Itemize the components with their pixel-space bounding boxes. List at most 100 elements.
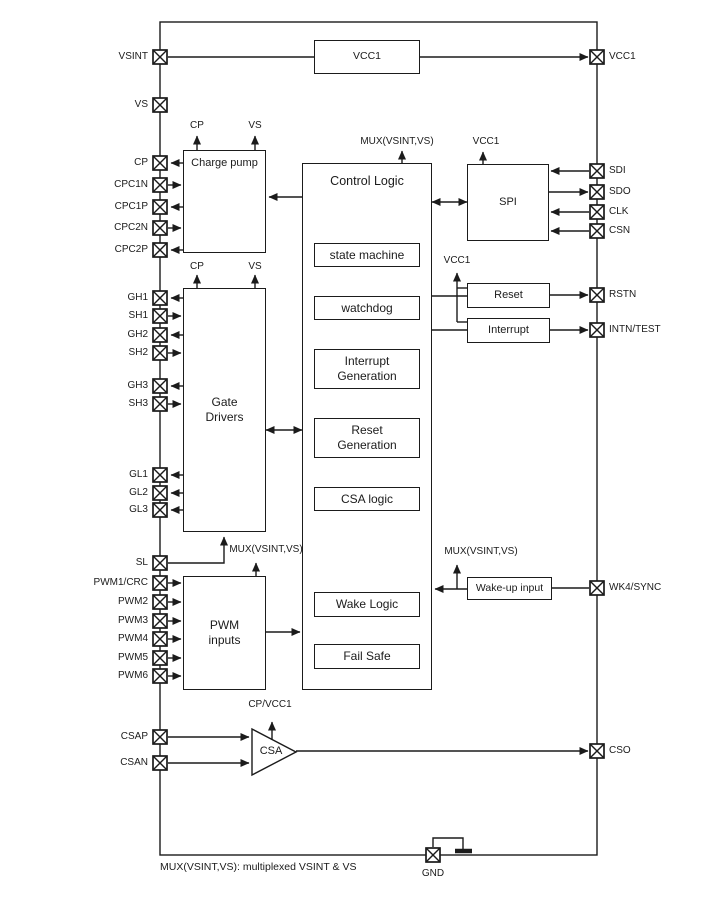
pin-label-pwm6: PWM6 [118, 670, 148, 681]
block-csa-logic: CSA logic [314, 487, 420, 511]
pin-pwm3 [152, 613, 168, 629]
pin-pwm1 [152, 575, 168, 591]
pin-vcc1 [589, 49, 605, 65]
pin-label-cpc1n: CPC1N [114, 179, 148, 190]
pin-label-sh3: SH3 [128, 398, 148, 409]
pin-pwm5 [152, 650, 168, 666]
pin-label-vsint: VSINT [118, 51, 148, 62]
pin-cpc2n [152, 220, 168, 236]
rail-label-sl-mux: MUX(VSINT,VS) [229, 544, 303, 555]
pin-cpc2p [152, 242, 168, 258]
block-vcc1-regulator: VCC1 [314, 40, 420, 74]
pin-label-gl3: GL3 [129, 504, 148, 515]
pin-label-cso: CSO [609, 745, 631, 756]
pin-label-gh2: GH2 [127, 329, 148, 340]
csa-amplifier-label: CSA [259, 745, 283, 757]
pin-label-clk: CLK [609, 206, 629, 217]
pin-sh1 [152, 308, 168, 324]
pin-label-vcc1: VCC1 [609, 51, 636, 62]
pin-label-csn: CSN [609, 225, 631, 236]
pin-intn-test [589, 322, 605, 338]
rail-label-spi-vcc1: VCC1 [472, 136, 500, 147]
pin-rstn [589, 287, 605, 303]
pin-label-sdi: SDI [609, 165, 626, 176]
pin-label-gl1: GL1 [129, 469, 148, 480]
pin-label-pwm5: PWM5 [118, 652, 148, 663]
pin-csn [589, 223, 605, 239]
pin-gl1 [152, 467, 168, 483]
pin-csap [152, 729, 168, 745]
pin-pwm4 [152, 631, 168, 647]
pin-gl3 [152, 502, 168, 518]
pin-label-sh1: SH1 [128, 310, 148, 321]
rail-label-gate-vs: VS [248, 261, 262, 272]
pin-cpc1p [152, 199, 168, 215]
block-interrupt: Interrupt [467, 318, 550, 343]
pin-label-pwm3: PWM3 [118, 615, 148, 626]
wire-sl-to-gate [168, 536, 228, 564]
pin-vsint [152, 49, 168, 65]
pin-label-cpc2p: CPC2P [114, 244, 148, 255]
block-interrupt-generation: Interrupt Generation [314, 349, 420, 389]
block-gate-drivers: Gate Drivers [183, 288, 266, 532]
rail-label-chargepump-vs: VS [248, 120, 262, 131]
rail-label-gate-cp: CP [190, 261, 204, 272]
chip-frame [159, 21, 598, 856]
block-fail-safe: Fail Safe [314, 644, 420, 669]
pin-label-rstn: RSTN [609, 289, 637, 300]
pin-label-gh1: GH1 [127, 292, 148, 303]
pin-pwm6 [152, 668, 168, 684]
pin-gnd [425, 847, 441, 863]
block-reset-generation: Reset Generation [314, 418, 420, 458]
pin-label-vs: VS [134, 99, 148, 110]
pin-label-cp: CP [134, 157, 148, 168]
pin-sl [152, 555, 168, 571]
pin-gh1 [152, 290, 168, 306]
rail-label-reset-vcc1: VCC1 [443, 255, 471, 266]
pin-sh2 [152, 345, 168, 361]
pin-label-pwm1: PWM1/CRC [93, 577, 148, 588]
block-pwm-inputs: PWM inputs [183, 576, 266, 690]
block-spi: SPI [467, 164, 549, 241]
pin-gl2 [152, 485, 168, 501]
gnd-loop-wire [432, 837, 464, 849]
pin-label-gh3: GH3 [127, 380, 148, 391]
rail-label-chargepump-cp: CP [190, 120, 204, 131]
block-state-machine: state machine [314, 243, 420, 267]
pin-wk4-sync [589, 580, 605, 596]
pin-pwm2 [152, 594, 168, 610]
pin-label-sh2: SH2 [128, 347, 148, 358]
pin-label-pwm2: PWM2 [118, 596, 148, 607]
pin-vs [152, 97, 168, 113]
pin-sdi [589, 163, 605, 179]
rail-label-wakeup-mux: MUX(VSINT,VS) [444, 546, 518, 557]
rail-label-control-mux: MUX(VSINT,VS) [360, 136, 434, 147]
pin-sdo [589, 184, 605, 200]
pin-gh2 [152, 327, 168, 343]
pin-label-wk4-sync: WK4/SYNC [609, 582, 662, 593]
block-charge-pump: Charge pump [183, 150, 266, 253]
pin-gh3 [152, 378, 168, 394]
mux-footnote: MUX(VSINT,VS): multiplexed VSINT & VS [160, 861, 357, 873]
pin-sh3 [152, 396, 168, 412]
pin-label-csan: CSAN [120, 757, 148, 768]
pin-clk [589, 204, 605, 220]
pin-csan [152, 755, 168, 771]
block-wake-logic: Wake Logic [314, 592, 420, 617]
pin-label-cpc1p: CPC1P [114, 201, 148, 212]
pin-label-gl2: GL2 [129, 487, 148, 498]
pin-label-sdo: SDO [609, 186, 631, 197]
pin-label-intn-test: INTN/TEST [609, 324, 661, 335]
rail-label-csa-supply: CP/VCC1 [248, 699, 292, 710]
block-reset: Reset [467, 283, 550, 308]
pin-cso [589, 743, 605, 759]
pin-label-csap: CSAP [120, 731, 148, 742]
pin-cp [152, 155, 168, 171]
pin-label-gnd: GND [421, 868, 445, 879]
pin-cpc1n [152, 177, 168, 193]
pin-label-pwm4: PWM4 [118, 633, 148, 644]
pin-label-cpc2n: CPC2N [114, 222, 148, 233]
pin-label-sl: SL [135, 557, 148, 568]
